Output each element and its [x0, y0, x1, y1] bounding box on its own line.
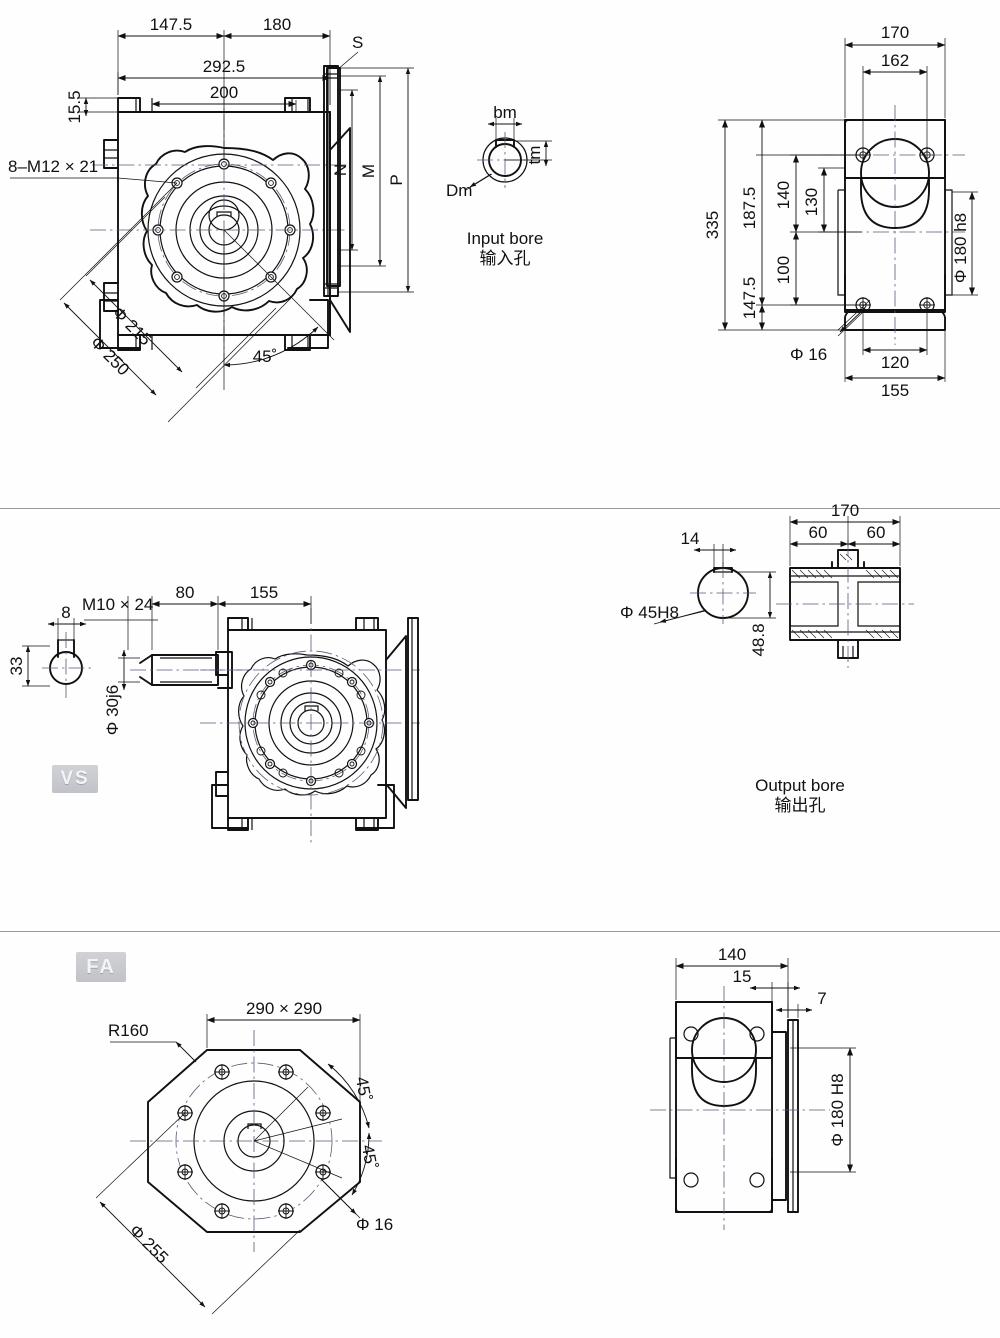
dim-155: 155 [881, 381, 909, 400]
dim-170: 170 [881, 23, 909, 42]
dim-335: 335 [703, 211, 722, 239]
input-bore-caption-en: Input bore [466, 229, 544, 248]
dim-15: 15 [733, 967, 752, 986]
dim-phi16-fa: Φ 16 [356, 1215, 393, 1234]
dim-15-5-label: 15.5 [65, 90, 84, 123]
fa-side-view [650, 986, 830, 1230]
vs-output-flange [385, 617, 419, 809]
dim-140: 140 [718, 945, 746, 964]
fa-bolt-holes [177, 1064, 331, 1219]
dim-140: 140 [774, 181, 793, 209]
fa-flange-face [130, 1030, 382, 1252]
dim-48-8: 48.8 [749, 623, 768, 656]
dim-tm: tm [525, 146, 544, 165]
fa-side-dims: 140 15 7 Φ 180 H8 [675, 945, 856, 1173]
dim-phi16: Φ 16 [790, 345, 827, 364]
leader-bolt-spec: 8–M12 × 21 [8, 157, 178, 184]
input-bore-caption-cn: 输入孔 [479, 249, 531, 270]
dim-phi30j6: Φ 30j6 [103, 685, 122, 735]
section-divider-1 [0, 508, 1000, 509]
dim-292-5-label: 292.5 [203, 57, 246, 76]
dim-45-label: 45˚ [253, 347, 278, 366]
label-8-m12: 8–M12 × 21 [8, 157, 98, 176]
keyway-detail: 8 33 [7, 603, 92, 698]
dim-170-out: 170 [831, 501, 859, 520]
side-view-housing [820, 105, 965, 345]
dim-100: 100 [774, 256, 793, 284]
dim-8: 8 [61, 603, 70, 622]
dim-187-5: 187.5 [740, 187, 759, 230]
dim-M-label: M [359, 164, 378, 178]
input-bore-detail: bm tm Dm [446, 103, 552, 200]
dim-200: 200 [151, 83, 297, 112]
dim-phi255: Φ 255 [126, 1221, 172, 1267]
dim-290x290: 290 × 290 [246, 999, 322, 1018]
variant-tag-fa: FA [76, 952, 126, 982]
dim-80: 80 [176, 583, 195, 602]
dim-33: 33 [7, 657, 26, 676]
section-divider-2 [0, 931, 1000, 932]
dim-7: 7 [817, 989, 826, 1008]
dim-45-a: 45˚ [352, 1075, 375, 1103]
output-bore-caption-en: Output bore [755, 776, 845, 795]
dim-P-label: P [387, 174, 406, 185]
dim-phi180h8: Φ 180 h8 [951, 213, 970, 283]
panel-1-drawing: .ol{fill:none;stroke:#111;stroke-width:1… [8, 15, 978, 423]
vs-top-dims: 80 155 [151, 583, 312, 650]
dim-60-right: 60 [867, 523, 886, 542]
output-bore-detail: 14 Φ 45H8 48.8 [620, 529, 776, 657]
dim-162: 162 [881, 51, 909, 70]
dim-phi250: Φ 250 [87, 333, 133, 379]
dim-Dm: Dm [446, 181, 472, 200]
panel-3-drawing: 290 × 290 R160 Φ 255 45˚ 45˚ Φ 16 [95, 945, 856, 1315]
dim-180: 180 [263, 15, 291, 34]
dim-r160: R160 [108, 1021, 149, 1040]
side-view-dims: 170 162 120 155 335 187.5 147.5 [703, 23, 978, 400]
dim-phi180h8-fa: Φ 180 H8 [828, 1073, 847, 1146]
output-shaft-section: 170 60 60 [776, 501, 914, 668]
dim-292-5: 292.5 [117, 57, 331, 105]
vs-front-view [200, 608, 420, 845]
variant-tag-vs: VS [52, 765, 98, 793]
panel-vs-views: 8 33 Φ 30j6 M10 × 24 [0, 500, 1000, 930]
dim-14: 14 [681, 529, 700, 548]
dim-60-left: 60 [809, 523, 828, 542]
dim-bm: bm [493, 103, 517, 122]
output-bore-caption: Output bore 输出孔 [700, 775, 900, 818]
panel-foot-mount-views: .ol{fill:none;stroke:#111;stroke-width:1… [0, 0, 1000, 500]
dim-phi45h8: Φ 45H8 [620, 603, 679, 622]
dim-flange-S-N-M-P: S N M P [331, 33, 414, 293]
dim-147-5: 147.5 [150, 15, 193, 34]
input-flange-assembly [323, 65, 351, 336]
dim-m10-24: M10 × 24 [82, 595, 153, 614]
dim-S-label: S [352, 33, 363, 52]
output-bore-caption-cn: 输出孔 [774, 796, 826, 817]
input-bore-caption: Input bore 输入孔 [410, 228, 600, 271]
panel-fa-views: 290 × 290 R160 Φ 255 45˚ 45˚ Φ 16 [0, 930, 1000, 1338]
fa-face-dims: 290 × 290 R160 Φ 255 45˚ 45˚ Φ 16 [95, 999, 393, 1315]
dim-45-degree: 45˚ [223, 229, 335, 390]
dim-155: 155 [250, 583, 278, 602]
dim-147-5-side: 147.5 [740, 277, 759, 320]
panel-2-drawing: 8 33 Φ 30j6 M10 × 24 [7, 501, 914, 845]
dim-15-5: 15.5 [65, 90, 124, 124]
dim-N-label: N [331, 164, 350, 176]
dim-120: 120 [881, 353, 909, 372]
dim-45-b: 45˚ [358, 1143, 381, 1171]
dim-130: 130 [802, 188, 821, 216]
dim-200-label: 200 [210, 83, 238, 102]
dim-phi215: Φ 215 [109, 303, 155, 349]
input-shaft: Φ 30j6 M10 × 24 [82, 595, 250, 735]
